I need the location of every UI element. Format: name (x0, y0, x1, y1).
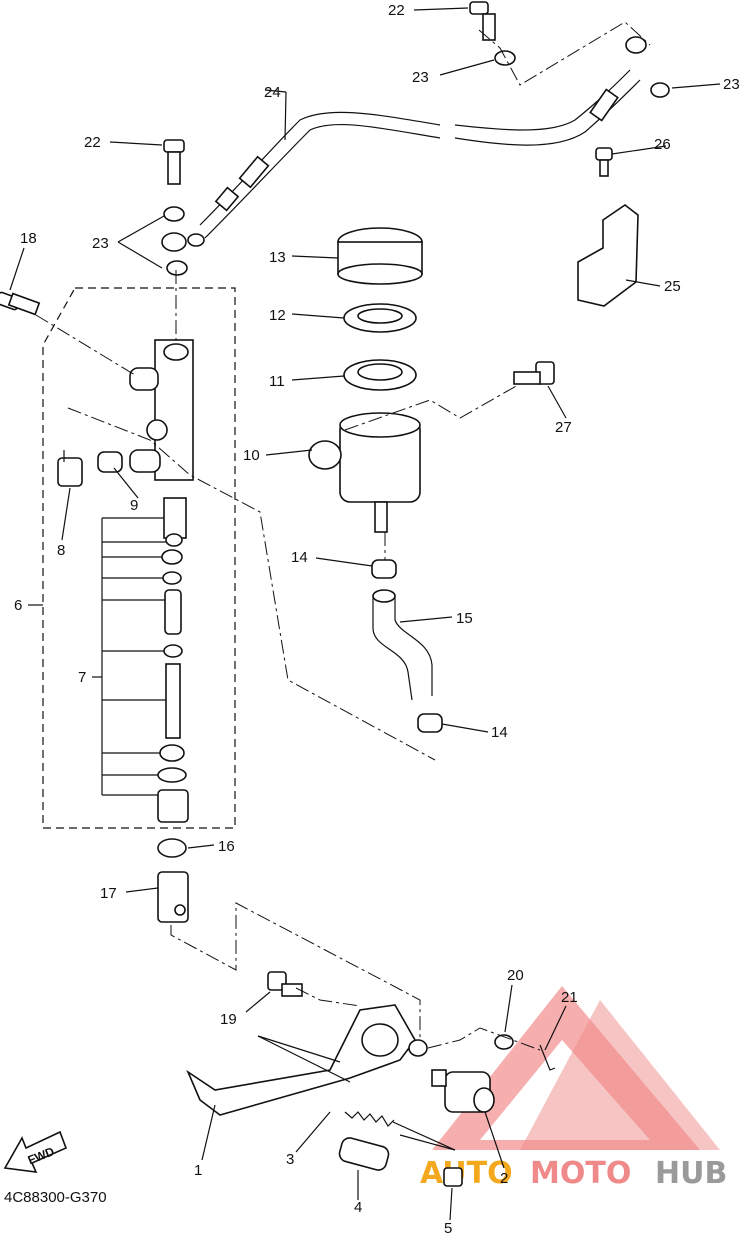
callout-27: 27 (555, 419, 572, 436)
reservoir-tank (308, 412, 421, 533)
callout-19: 19 (220, 1011, 237, 1028)
watermark-auto: AUTO (420, 1156, 513, 1191)
copper-washer (650, 82, 670, 98)
rod-end (157, 871, 189, 923)
callout-5: 5 (444, 1220, 452, 1236)
callout-17: 17 (100, 885, 117, 902)
union-bolt-left (163, 139, 185, 185)
callout-14: 14 (491, 724, 508, 741)
callout-15: 15 (456, 610, 473, 627)
callout-9: 9 (130, 497, 138, 514)
watermark-hub: HUB (655, 1156, 727, 1191)
callout-numbers: 22 23 23 24 22 26 23 18 13 25 12 11 27 1… (14, 2, 740, 1236)
callout-6: 6 (14, 597, 22, 614)
return-spring (344, 1111, 395, 1127)
watermark-logo: AUTO MOTO HUB (420, 986, 727, 1191)
cotter-pin (539, 1044, 556, 1071)
callout-2: 2 (500, 1170, 508, 1187)
reservoir-bolt (513, 361, 555, 385)
reservoir-hose (372, 589, 433, 701)
fwd-arrow-icon: FWD (3, 1130, 68, 1173)
diaphragm-holder (343, 303, 417, 333)
mounting-bolt (0, 291, 41, 316)
callout-11: 11 (269, 373, 285, 390)
brake-hose (187, 36, 647, 247)
copper-washer (163, 206, 185, 222)
callout-23: 23 (412, 69, 429, 86)
diagram-code: 4C88300-G370 (4, 1189, 107, 1206)
cylinder-kit (157, 497, 189, 823)
callout-12: 12 (269, 307, 286, 324)
brake-pedal (186, 1004, 428, 1116)
callout-21: 21 (561, 989, 578, 1006)
diaphragm (343, 359, 417, 391)
callout-18: 18 (20, 230, 37, 247)
callout-22: 22 (84, 134, 101, 151)
hose-clamp (417, 713, 443, 733)
hose-banjo-fitting (161, 232, 187, 252)
callout-23: 23 (92, 235, 109, 252)
callout-1: 1 (194, 1162, 202, 1179)
callout-23: 23 (723, 76, 740, 93)
hose-clamp (371, 559, 397, 579)
reservoir-bracket (577, 204, 639, 307)
callout-7: 7 (78, 669, 86, 686)
spring-sleeve (338, 1137, 390, 1171)
grommet (97, 451, 123, 473)
callout-16: 16 (218, 838, 235, 855)
adjust-bolt (443, 1167, 463, 1187)
bracket-bolt (595, 147, 613, 177)
assembly-center-lines (35, 21, 651, 1051)
callout-14: 14 (291, 549, 308, 566)
pedal-pivot-bolt (267, 971, 303, 997)
pivot-shaft (431, 1069, 495, 1113)
callout-10: 10 (243, 447, 260, 464)
callout-20: 20 (507, 967, 524, 984)
kit-bracket-lines (92, 517, 166, 796)
callout-3: 3 (286, 1151, 294, 1168)
callout-26: 26 (654, 136, 671, 153)
master-cylinder-body (129, 339, 194, 481)
watermark-moto: MOTO (530, 1156, 631, 1191)
callout-8: 8 (57, 542, 65, 559)
leader-lines (9, 7, 721, 1221)
callout-25: 25 (664, 278, 681, 295)
union-joint (57, 450, 83, 487)
assembly-boundary (42, 287, 236, 829)
callout-4: 4 (354, 1199, 362, 1216)
callout-13: 13 (269, 249, 286, 266)
locknut (157, 838, 187, 858)
union-bolt-top (469, 1, 496, 41)
reservoir-cap (337, 227, 423, 285)
callout-22: 22 (388, 2, 405, 19)
callout-24: 24 (264, 84, 281, 101)
copper-washer (166, 260, 188, 276)
